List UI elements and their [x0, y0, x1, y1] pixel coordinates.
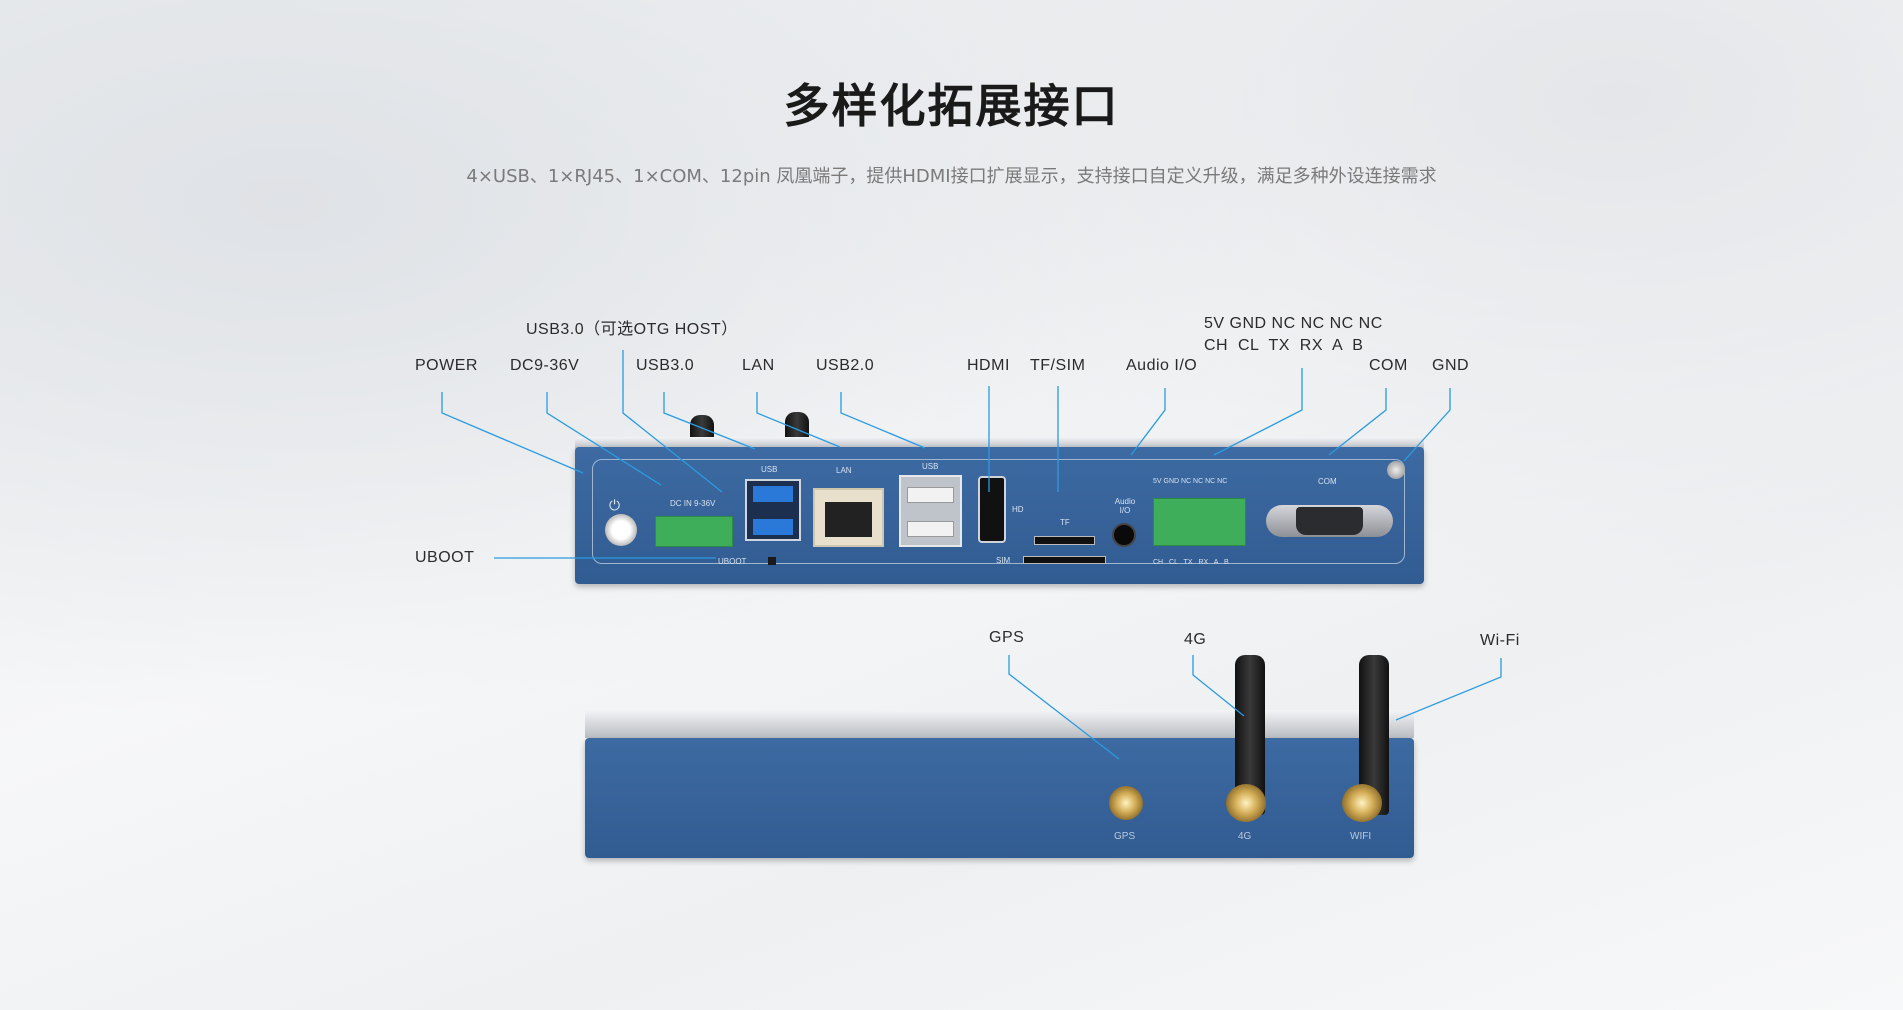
leader-wifi — [1395, 658, 1502, 721]
print-hd: HD — [1012, 505, 1024, 514]
gps-connector — [1109, 786, 1143, 820]
tf-slot — [1034, 536, 1095, 545]
label-uboot: UBOOT — [415, 549, 475, 566]
dc-terminal — [655, 516, 733, 547]
label-dc: DC9-36V — [510, 357, 580, 374]
label-audio: Audio I/O — [1126, 357, 1198, 374]
hdmi-port — [978, 476, 1006, 543]
leader-lan — [756, 392, 841, 448]
uboot-button[interactable] — [768, 557, 776, 565]
leader-usb3 — [663, 392, 756, 450]
leader-otg — [622, 350, 723, 493]
print-lan: LAN — [836, 466, 852, 475]
leader-com — [1328, 388, 1387, 456]
label-com: COM — [1369, 357, 1408, 374]
print-uboot: UBOOT — [718, 557, 747, 566]
label-usb3: USB3.0 — [636, 357, 695, 374]
leader-gnd — [1403, 388, 1451, 462]
leader-gps — [1008, 655, 1120, 760]
leader-pins — [1213, 368, 1303, 456]
label-otg: USB3.0（可选OTG HOST） — [526, 321, 738, 338]
label-hdmi: HDMI — [967, 357, 1010, 374]
print-audio: Audio I/O — [1114, 497, 1136, 515]
print-usb-a: USB — [761, 465, 778, 474]
print-usb-b: USB — [922, 462, 939, 471]
chassis-top — [575, 437, 1424, 449]
leader-4g — [1192, 655, 1245, 717]
label-tfsim: TF/SIM — [1030, 357, 1086, 374]
print-tf: TF — [1060, 518, 1070, 527]
phoenix-terminal — [1153, 498, 1246, 546]
print-dc: DC IN 9-36V — [670, 499, 716, 508]
label-pins-top: 5V GND NC NC NC NC — [1204, 315, 1383, 332]
label-usb2: USB2.0 — [816, 357, 875, 374]
wifi-connector — [1342, 784, 1382, 822]
panel-frame — [592, 459, 1405, 564]
label-gps: GPS — [989, 629, 1025, 646]
leader-power — [441, 392, 584, 474]
print-gps: GPS — [1114, 831, 1136, 842]
print-wifi: WIFI — [1350, 831, 1372, 842]
print-4g: 4G — [1238, 831, 1252, 842]
gnd-screw — [1387, 461, 1405, 479]
label-lan: LAN — [742, 357, 775, 374]
label-4g: 4G — [1184, 631, 1207, 648]
sim-slot — [1023, 556, 1106, 564]
print-sim: SIM — [996, 556, 1011, 565]
usb3-ports — [745, 479, 801, 541]
audio-jack — [1112, 523, 1136, 547]
page-title: 多样化拓展接口 — [783, 79, 1120, 133]
label-power: POWER — [415, 357, 478, 374]
leader-usb2 — [840, 392, 926, 449]
page-subtitle: 4×USB、1×RJ45、1×COM、12pin 凤凰端子，提供HDMI接口扩展… — [466, 166, 1437, 187]
print-pins-top: 5V GND NC NC NC NC — [1153, 478, 1228, 485]
com-port — [1266, 505, 1393, 537]
print-pins-bottom: CH CL TX RX A B — [1153, 559, 1229, 566]
leader-dc — [546, 392, 662, 486]
lan-port — [813, 488, 884, 547]
leader-audio — [1130, 388, 1166, 456]
label-wifi: Wi-Fi — [1480, 632, 1520, 649]
power-icon: ⏻ — [609, 497, 621, 513]
power-button[interactable] — [605, 514, 637, 546]
label-gnd: GND — [1432, 357, 1470, 374]
rear-panel — [585, 738, 1414, 858]
4g-connector — [1226, 784, 1266, 822]
print-com: COM — [1318, 477, 1337, 486]
chassis-top-rear — [585, 710, 1414, 738]
usb2-ports — [899, 475, 962, 547]
label-pins-bottom: CH CL TX RX A B — [1204, 337, 1364, 354]
